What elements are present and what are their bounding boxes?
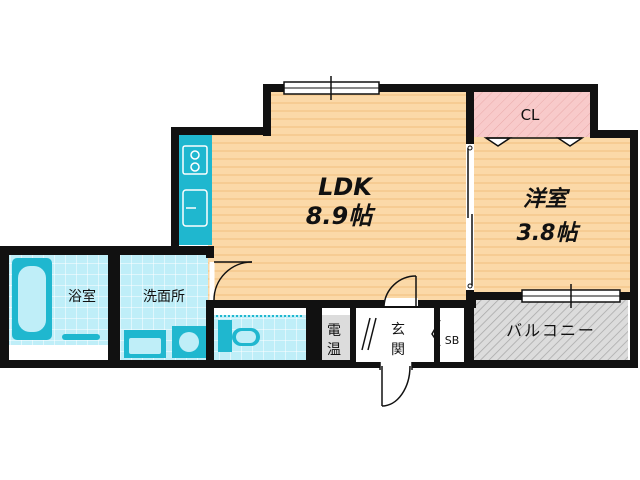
toilet-icon: [218, 320, 260, 352]
ldk-entry-door: [383, 275, 418, 307]
sliding-door-ldk-western: [466, 144, 474, 290]
closet-floor: [474, 92, 590, 137]
bath-label: 浴室: [68, 288, 96, 305]
bath-tap-icon: [62, 334, 100, 340]
kitchen-sink-icon: [182, 189, 208, 227]
bathtub-icon: [12, 258, 52, 340]
ldk-size: 8.9帖: [306, 202, 377, 230]
washroom-label: 洗面所: [143, 289, 185, 305]
ldk-label: LDK: [318, 173, 374, 201]
shoebox-floor: [440, 315, 464, 363]
water-heater-label-1: 電: [327, 323, 341, 339]
closet-doors: [483, 137, 585, 147]
balcony-floor: [474, 300, 628, 360]
shoebox-label: SB: [445, 334, 460, 347]
washing-machine-icon: [172, 326, 206, 358]
closet-label: CL: [521, 106, 540, 124]
western-room-size: 3.8帖: [517, 221, 582, 246]
ldk-window: [283, 76, 380, 100]
entrance-step: [361, 317, 441, 351]
water-heater-box: [318, 315, 350, 363]
entrance-label-2: 関: [391, 342, 405, 358]
water-heater-label-2: 温: [327, 342, 341, 358]
stove-icon: [182, 145, 208, 175]
entrance-label-1: 玄: [391, 321, 405, 338]
western-room-label: 洋室: [523, 186, 571, 212]
western-room-floor: [472, 137, 632, 294]
washbasin-icon: [124, 330, 166, 358]
entrance-door: [379, 362, 413, 407]
balcony-label: バルコニー: [506, 321, 596, 340]
washroom-door: [209, 261, 253, 301]
ldk-floor: [186, 92, 466, 300]
western-window: [521, 284, 621, 308]
